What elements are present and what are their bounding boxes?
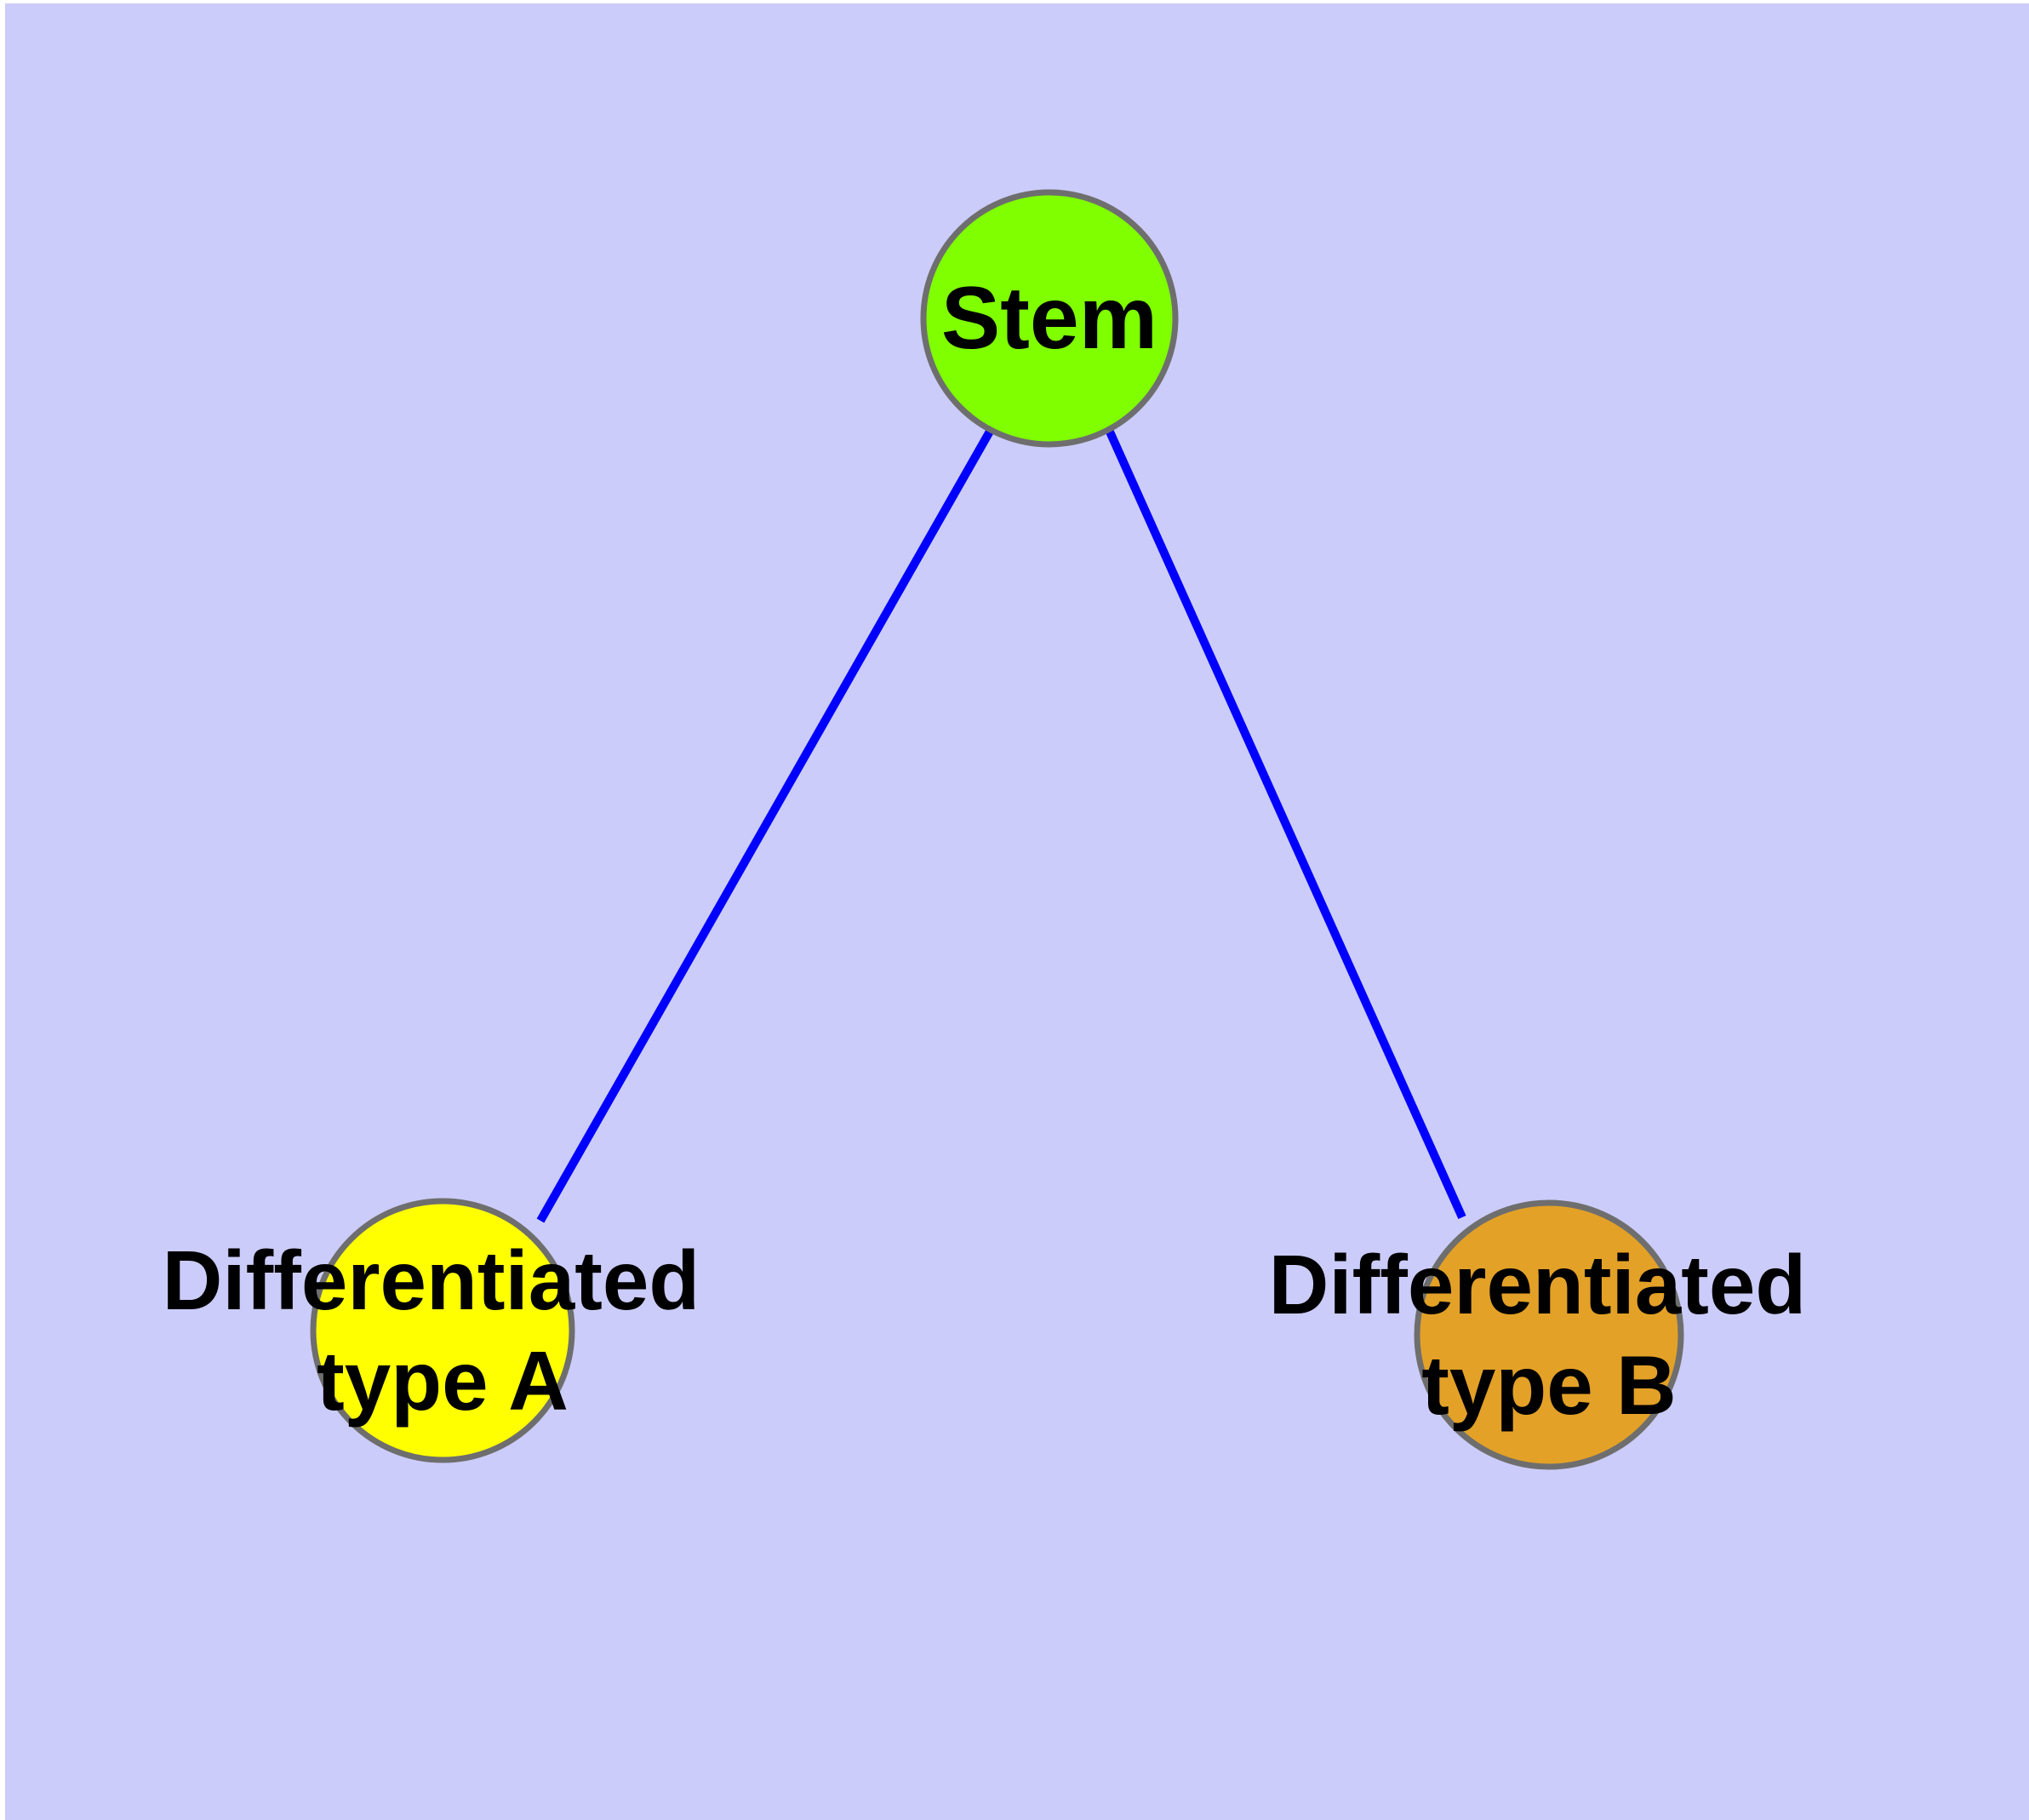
node-differentiated-type-a-circle[interactable] xyxy=(310,1198,575,1463)
edges-layer xyxy=(536,427,1466,1223)
node-stem-label: Stem xyxy=(941,269,1157,368)
node-stem[interactable]: Stem xyxy=(920,189,1179,448)
node-differentiated-type-a-label-line-1: Differentiated xyxy=(163,1233,700,1327)
node-differentiated-type-b-label: Differentiated type B xyxy=(1269,1238,1830,1432)
node-differentiated-type-a-label: Differentiated type A xyxy=(163,1233,723,1428)
node-stem-label-line-1: Stem xyxy=(941,269,1157,368)
edge-stem-to-differentiated-type-a[interactable] xyxy=(536,427,995,1223)
node-differentiated-type-b-label-line-2: type B xyxy=(1421,1338,1677,1432)
edge-stem-to-differentiated-type-b[interactable] xyxy=(1105,427,1466,1220)
nodes-layer: Stem Differentiated type A Differentiate… xyxy=(163,189,1830,1470)
node-differentiated-type-b-label-line-1: Differentiated xyxy=(1269,1238,1807,1331)
node-differentiated-type-b-circle[interactable] xyxy=(1414,1199,1684,1470)
node-differentiated-type-b[interactable]: Differentiated type B xyxy=(1269,1199,1830,1470)
node-stem-circle[interactable] xyxy=(920,189,1179,448)
node-differentiated-type-a[interactable]: Differentiated type A xyxy=(163,1198,723,1463)
node-differentiated-type-a-label-line-2: type A xyxy=(317,1334,569,1428)
